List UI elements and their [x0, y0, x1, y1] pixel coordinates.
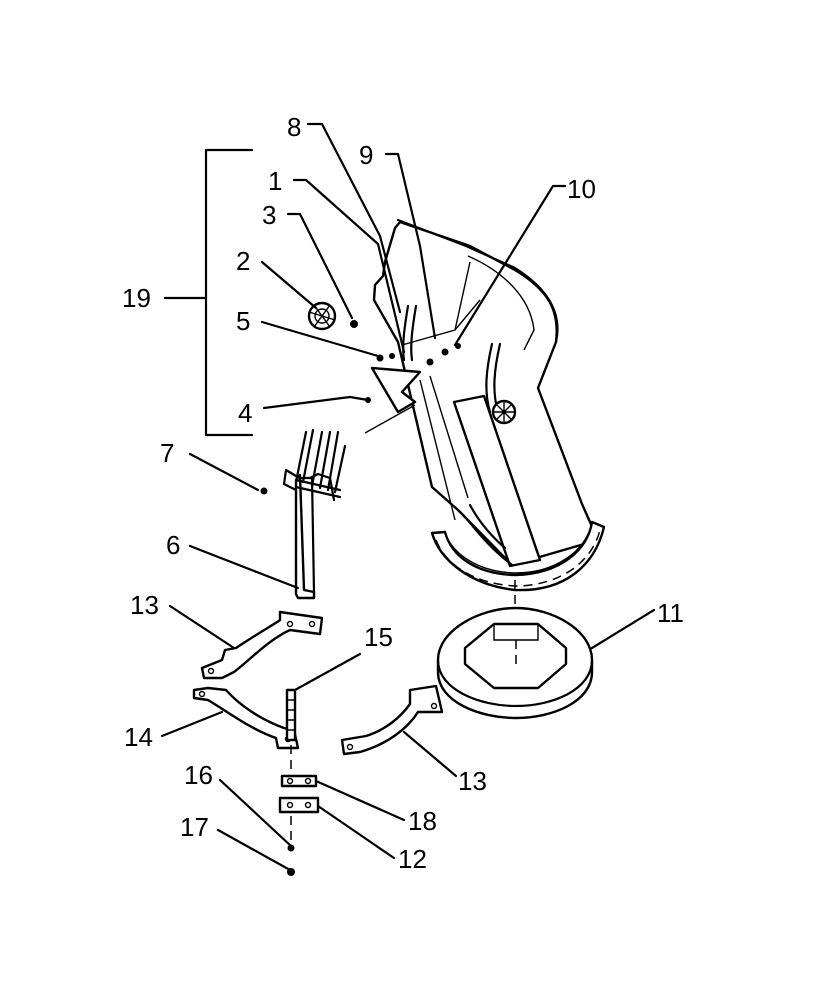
chute-base-ring: [436, 606, 594, 720]
callout-9: 9: [359, 140, 373, 170]
callout-15: 15: [364, 622, 393, 652]
callout-12: 12: [398, 844, 427, 874]
chute-assembly: [364, 218, 600, 568]
clamp-strap-right: [340, 684, 444, 756]
callout-17: 17: [180, 812, 209, 842]
callout-7: 7: [160, 438, 174, 468]
callout-11: 11: [657, 598, 684, 628]
pin-part-4: [348, 395, 370, 402]
clamp-strap-lower: [192, 686, 300, 750]
leader-lines: [160, 122, 656, 872]
callout-14: 14: [124, 722, 153, 752]
callout-labels: 8 9 1 10 3 2 19 5 4 7 6 13 11 15 14 16 1…: [122, 112, 684, 874]
knob-part-2: [307, 301, 358, 331]
plate-part-12: [278, 796, 320, 814]
callout-8: 8: [287, 112, 301, 142]
callout-2: 2: [236, 246, 250, 276]
callout-5: 5: [236, 306, 250, 336]
callout-19: 19: [122, 283, 151, 313]
washer-part-16: [287, 844, 295, 852]
callout-3: 3: [262, 200, 276, 230]
callout-18: 18: [408, 806, 437, 836]
callout-13-lower: 13: [458, 766, 487, 796]
callout-4: 4: [238, 398, 252, 428]
callout-13-upper: 13: [130, 590, 159, 620]
bolt-part-15: [285, 688, 297, 742]
callout-1: 1: [268, 166, 282, 196]
callout-10: 10: [567, 174, 596, 204]
clamp-strap-upper: [200, 610, 324, 680]
crank-handle: [260, 428, 347, 600]
callout-16: 16: [184, 760, 213, 790]
callout-6: 6: [166, 530, 180, 560]
